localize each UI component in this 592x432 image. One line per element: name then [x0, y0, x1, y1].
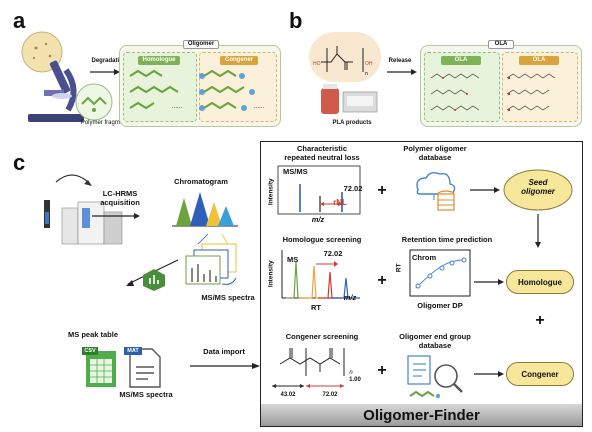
pla-structure-icon: HO OH n: [313, 46, 373, 76]
msms-plot-title: MS/MS: [283, 167, 308, 176]
homologue-tag: Homologue: [138, 56, 180, 65]
seed-arrow-icon: [470, 187, 500, 193]
ola-title: OLA: [488, 40, 514, 49]
degradation-arrow-icon: [90, 69, 120, 75]
lcms-instrument-icon: [44, 174, 123, 245]
pla-n: n: [365, 71, 368, 76]
congener-tag: Congener: [220, 56, 258, 65]
plus-2: +: [377, 272, 387, 289]
congener-structure-icon: [272, 348, 345, 388]
msms-spectra-bottom-label: MS/MS spectra: [119, 390, 173, 399]
pla-products-label: PLA products: [332, 120, 372, 126]
oligomer-title: Oligomer: [183, 40, 219, 49]
software-logo-icon: [143, 269, 165, 291]
panel-letter-a: a: [13, 8, 26, 33]
congener-pill: Congener: [506, 362, 574, 386]
homologue-dots: ......: [172, 104, 183, 110]
oligomer-finder-box: [260, 141, 583, 427]
seed-oligomer-label: Seed oligomer: [521, 178, 555, 197]
csv-tag: CSV: [84, 348, 96, 354]
val-7202-c: 72.02: [322, 392, 338, 398]
chromatogram-label: Chromatogram: [174, 177, 228, 186]
chrom-label: Chrom: [412, 253, 437, 262]
pla-structure-bubble: [309, 32, 381, 82]
panel-b: HO OH n PLA products Release OLA OLA OLA: [295, 0, 592, 140]
acquisition-label: LC-HRMS acquisition: [100, 189, 140, 207]
msms-spectra-top-label: MS/MS spectra: [201, 293, 255, 302]
pla-products-icon: [321, 84, 378, 114]
pla-oh: OH: [365, 61, 373, 67]
end-group-search-icon: [407, 355, 463, 399]
plus-1: +: [377, 182, 387, 199]
mz-a-label: m/z: [311, 215, 325, 224]
rnl-label: rNL: [333, 198, 347, 207]
acquisition-arrow-icon: [92, 213, 140, 219]
mz-b-label: m/z: [343, 293, 357, 302]
ms-homologue-plot-icon: [281, 250, 360, 299]
ola-left-tag: OLA: [441, 56, 481, 65]
mat-file-icon: [124, 347, 161, 388]
panel-letter-c: c: [13, 150, 26, 175]
val-7202-a: 72.02: [343, 184, 363, 193]
congener-arrow-icon: [474, 371, 504, 377]
homologue-pill: Homologue: [506, 270, 574, 294]
release-label: Release: [388, 58, 412, 64]
rt-prediction-label: Retention time prediction: [401, 235, 493, 244]
val-4302: 43.02: [280, 392, 296, 398]
ms-plot-title: MS: [287, 255, 299, 264]
rt-axis-label: RT: [395, 263, 403, 273]
database-cloud-icon: [416, 171, 456, 211]
msms-spectra-stack-icon: [185, 234, 237, 285]
oligomer-finder-footer: Oligomer-Finder: [261, 404, 582, 426]
data-import-arrow-icon: [190, 363, 260, 369]
sub-100: 1.00: [349, 377, 361, 383]
intensity-a-label: Intensity: [267, 178, 275, 206]
ola-right-tag: OLA: [519, 56, 559, 65]
csv-file-icon: [82, 347, 116, 387]
down-arrow-icon: [535, 214, 541, 248]
panel-c-left: LC-HRMS acquisition Chromatogram MS/MS s…: [0, 150, 260, 432]
mat-tag: MAT: [127, 348, 139, 354]
release-arrow-icon: [387, 69, 417, 75]
panel-letter-b: b: [289, 8, 303, 33]
data-import-label: Data import: [203, 347, 245, 356]
homologue-screening-label: Homologue screening: [282, 235, 362, 244]
characteristic-label: Characteristic repeated neutral loss: [284, 144, 360, 162]
fragments-circle-icon: [75, 83, 113, 121]
microscope-icon: [21, 31, 84, 122]
rt-prediction-plot-icon: [409, 249, 471, 297]
chromatogram-icon: [172, 192, 238, 227]
oligomer-dp-label: Oligomer DP: [417, 301, 463, 310]
val-7202-b: 72.02: [323, 249, 343, 258]
congener-screening-label: Congener screening: [285, 332, 359, 341]
polymer-db-label: Polymer oligomer database: [403, 144, 467, 162]
intensity-b-label: Intensity: [267, 260, 275, 288]
polymer-fragments-label: Polymer fragments: [80, 120, 132, 126]
degradation-label: Degradation: [91, 58, 127, 64]
end-group-db-label: Oligomer end group database: [399, 332, 471, 350]
rt-label: RT: [311, 303, 321, 312]
sub-n: n: [349, 370, 353, 376]
msms-rnl-plot-icon: [277, 165, 361, 215]
oligomer-chains-icon: [129, 69, 255, 111]
pla-ho: HO: [313, 61, 321, 67]
congener-dots: ......: [254, 104, 265, 110]
panel-a: Polymer fragments Degradation Oligomer H…: [0, 0, 290, 140]
seed-oligomer-cloud-icon: [503, 169, 573, 211]
homologue-arrow-icon: [474, 279, 504, 285]
plus-4: +: [377, 362, 387, 379]
ms-peak-table-label: MS peak table: [68, 330, 119, 339]
plus-3: +: [535, 312, 545, 329]
ola-structures-icon: [430, 73, 556, 112]
